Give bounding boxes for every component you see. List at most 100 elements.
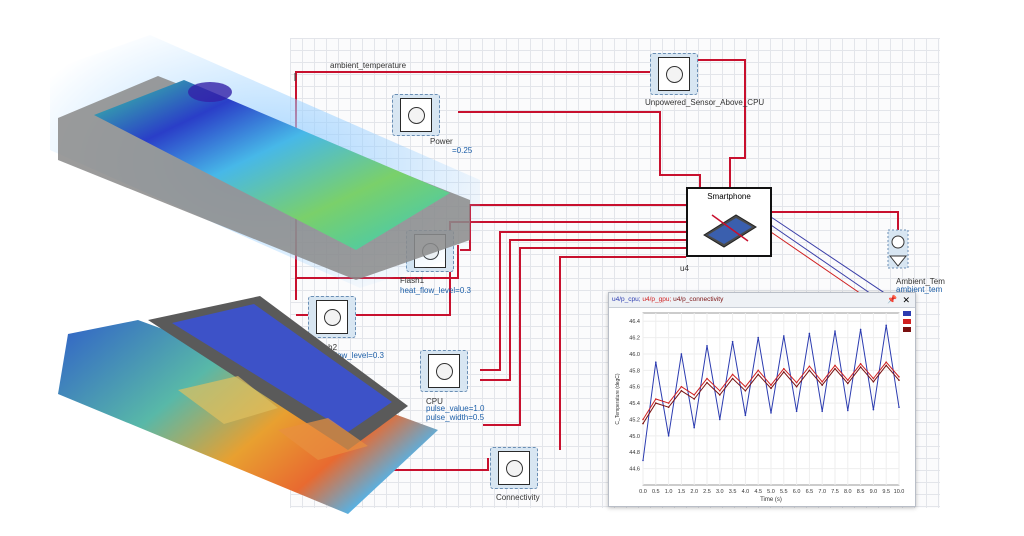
close-icon[interactable]: ✕ [902,295,910,305]
series-point [834,364,836,367]
x-tick-label: 2.5 [703,489,711,495]
ambient-source-icon[interactable] [886,228,910,272]
x-tick-label: 1.5 [678,489,686,495]
x-tick-label: 8.0 [844,489,852,495]
x-tick-label: 7.5 [831,489,839,495]
series-point [770,412,772,414]
series-point [898,406,900,408]
series-point [898,376,900,378]
series-point [821,381,823,383]
cpu-block[interactable] [420,350,468,392]
series-point [757,373,759,376]
y-tick-label: 45.6 [629,385,640,391]
unpowered-sensor-label: Unpowered_Sensor_Above_CPU [645,98,765,107]
port-pin-icon [292,68,298,81]
series-point [642,418,644,421]
series-point [847,379,849,381]
series-point [859,328,862,331]
y-tick-label: 44.6 [629,467,640,473]
series-point [667,406,670,408]
series-point [693,394,695,396]
series-point [795,385,798,388]
ambient-temperature-label: ambient_temperature [330,61,407,70]
y-tick-label: 46.0 [629,352,640,358]
series-point [821,410,823,413]
series-point [795,381,798,384]
series-point [693,398,695,400]
series-point [885,361,887,363]
ambient-block-label: Ambient_Tem [896,277,945,286]
series-point [706,381,708,384]
power-param: =0.25 [452,146,473,155]
y-tick-label: 46.2 [629,336,640,342]
series-point [847,382,849,385]
flash1-param: heat_flow_level=0.3 [400,286,471,295]
series-point [642,422,644,425]
series-point [693,426,695,429]
series-point [680,385,683,388]
legend-connectivity-swatch [903,327,911,332]
x-tick-label: 2.0 [690,489,698,495]
series-point [783,367,785,370]
series-point [808,365,811,368]
series-point [731,373,734,376]
x-tick-label: 4.5 [754,489,762,495]
flash2-block[interactable] [308,296,356,338]
flash2-param: heat_flow_level=0.3 [313,351,384,360]
plot-window[interactable]: u4/p_cpu; u4/p_gpu; u4/p_connectivity 📌 … [608,292,916,507]
connectivity-block[interactable] [490,447,538,489]
series-point [757,369,759,372]
plot-title-gpu: u4/p_gpu; [642,296,674,303]
series-point [655,402,657,404]
series-point [872,408,875,411]
plot-window-titlebar[interactable]: u4/p_cpu; u4/p_gpu; u4/p_connectivity 📌 … [609,293,915,308]
series-point [731,340,734,343]
series-point [783,335,785,337]
x-tick-label: 3.5 [729,489,737,495]
series-point [770,384,772,386]
smartphone-block[interactable]: Smartphone [686,187,772,257]
series-point [885,324,887,327]
series-point [655,361,657,363]
series-point [667,402,670,404]
series-point [655,398,657,400]
plot-title-cpu: u4/p_cpu; [612,296,643,303]
series-point [808,369,811,372]
series-point [834,330,836,332]
series-point [680,390,683,392]
legend-gpu-swatch [903,319,911,324]
series-point [859,366,862,368]
y-tick-label: 45.0 [629,434,640,440]
series-point [744,385,747,388]
y-tick-label: 45.2 [629,417,640,423]
phone-thermal-render-bottom [58,296,438,514]
series-point [847,409,849,412]
x-tick-label: 4.0 [742,489,750,495]
series-point [885,364,887,367]
y-tick-label: 44.8 [629,450,640,456]
x-tick-label: 0.0 [639,489,647,495]
series-point [744,414,747,417]
power-block[interactable] [392,94,440,136]
series-point [706,377,708,380]
x-tick-label: 9.5 [882,489,890,495]
x-tick-label: 6.0 [793,489,801,495]
series-point [898,379,900,381]
y-axis-label: C_Temperature (degC) [615,373,621,424]
y-tick-label: 45.4 [629,401,640,407]
series-point [770,387,772,390]
ambient-block-param: ambient_tem [896,285,943,294]
u4-label: u4 [680,264,689,273]
series-point [680,353,683,355]
unpowered-sensor-block[interactable] [650,53,698,95]
x-tick-label: 8.5 [857,489,865,495]
series-point [795,410,798,413]
power-label: Power [430,137,453,146]
phone-thermal-render-top [50,35,480,288]
pin-icon[interactable]: 📌 [887,295,897,304]
x-tick-label: 10.0 [894,489,905,495]
smartphone-icon [703,214,757,248]
series-point [783,371,785,373]
x-tick-label: 3.0 [716,489,724,495]
